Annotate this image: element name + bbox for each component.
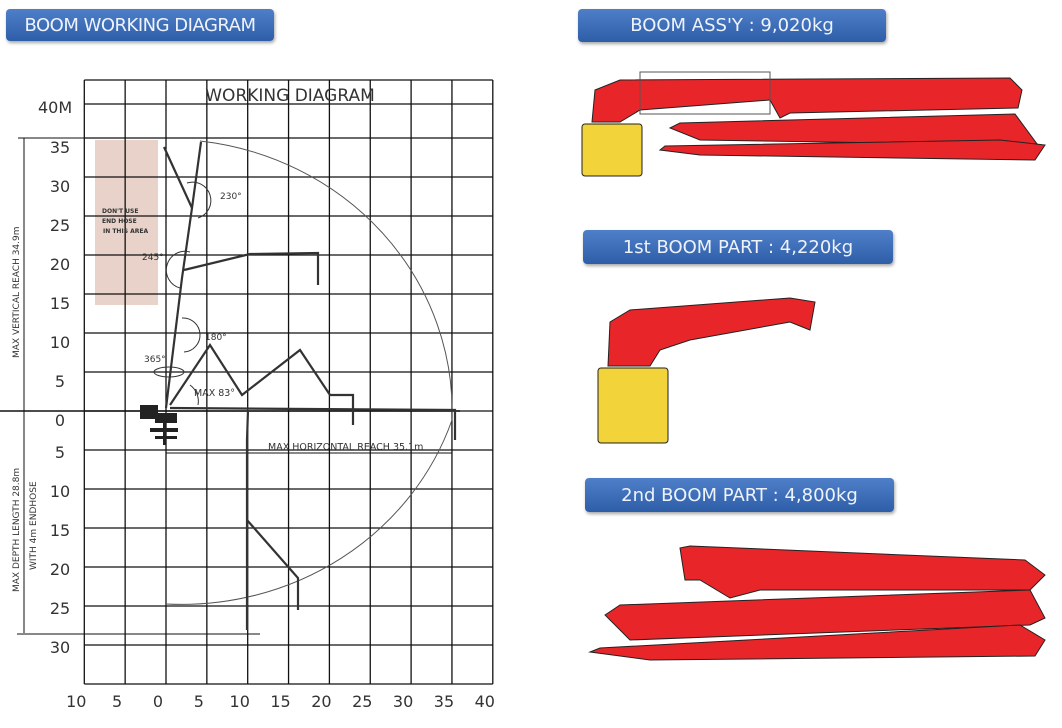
reach-envelope — [165, 140, 453, 605]
grid — [83, 79, 494, 685]
x-tick-label: 10 — [66, 692, 86, 711]
angle-365-label: 365° — [144, 355, 166, 365]
y-tick-label: 10 — [50, 482, 70, 501]
second-boom-header: 2nd BOOM PART : 4,800kg — [585, 478, 894, 512]
y-tick-label: 35 — [50, 138, 70, 157]
warning-line-3: IN THIS AREA — [103, 228, 148, 235]
x-tick-label: 35 — [434, 692, 454, 711]
angle-245-label: 245° — [142, 253, 164, 263]
max-vertical-reach-label: MAX VERTICAL REACH 34.9m — [12, 226, 22, 358]
x-tick-label: 0 — [153, 692, 163, 711]
first-boom-drawing — [597, 297, 816, 444]
x-tick-label: 25 — [352, 692, 372, 711]
y-tick-label: 25 — [50, 599, 70, 618]
x-tick-labels: 10 5 0 5 10 15 20 25 30 35 40 — [66, 692, 495, 711]
with-endhose-label: WITH 4m ENDHOSE — [29, 481, 39, 570]
top-label-40m: 40M — [38, 98, 72, 117]
y-tick-label: 5 — [55, 443, 65, 462]
y-tick-label: 30 — [50, 177, 70, 196]
y-tick-labels: 35 30 25 20 15 10 5 0 5 10 15 20 25 30 — [50, 138, 70, 657]
boom-assy-header: BOOM ASS'Y : 9,020kg — [578, 9, 886, 42]
pump-base-icon — [140, 405, 178, 445]
no-endhose-area — [95, 140, 158, 305]
max-horizontal-reach-label: MAX HORIZONTAL REACH 35.1m — [268, 442, 423, 453]
boom-positions — [163, 141, 457, 630]
diagram-title: WORKING DIAGRAM — [205, 86, 375, 106]
y-tick-label: 5 — [55, 372, 65, 391]
y-tick-label: 20 — [50, 560, 70, 579]
x-tick-label: 15 — [270, 692, 290, 711]
warning-line-2: END HOSE — [102, 218, 137, 225]
boom-working-diagram-header: BOOM WORKING DIAGRAM — [6, 9, 274, 41]
x-tick-label: 40 — [475, 692, 495, 711]
y-tick-label: 15 — [50, 294, 70, 313]
y-tick-label: 0 — [55, 411, 65, 430]
first-boom-header: 1st BOOM PART : 4,220kg — [583, 230, 893, 264]
y-tick-label: 10 — [50, 333, 70, 352]
angle-230-label: 230° — [220, 192, 242, 202]
x-tick-label: 5 — [112, 692, 122, 711]
boom-assy-drawing — [581, 71, 1046, 177]
y-tick-label: 20 — [50, 255, 70, 274]
x-tick-label: 20 — [311, 692, 331, 711]
x-tick-label: 30 — [393, 692, 413, 711]
max-83-label: MAX 83° — [194, 388, 235, 399]
x-tick-label: 10 — [230, 692, 250, 711]
angle-180-label: 180° — [205, 333, 227, 343]
max-depth-label: MAX DEPTH LENGTH 28.8m — [12, 468, 22, 592]
y-tick-label: 25 — [50, 216, 70, 235]
x-tick-label: 5 — [194, 692, 204, 711]
warning-line-1: DON'T USE — [102, 208, 138, 215]
y-tick-label: 15 — [50, 521, 70, 540]
second-boom-drawing — [588, 545, 1046, 661]
y-tick-label: 30 — [50, 638, 70, 657]
